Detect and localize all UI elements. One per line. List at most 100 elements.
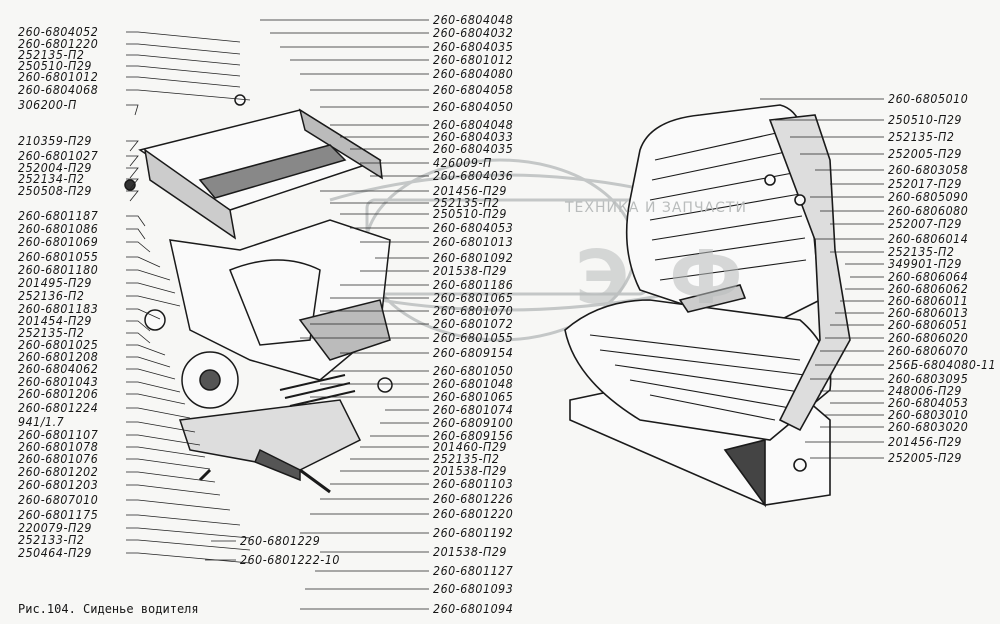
part-number-label: 252134-П2 bbox=[18, 172, 85, 186]
part-number-label: 260-6801048 bbox=[433, 377, 514, 391]
part-number-label: 260-6806070 bbox=[888, 344, 969, 358]
part-number-label: 252005-П29 bbox=[888, 147, 963, 161]
part-number-label: 260-6801070 bbox=[433, 304, 514, 318]
part-number-label: 260-6801086 bbox=[18, 222, 99, 236]
part-number-label: 260-6801192 bbox=[433, 526, 514, 540]
part-number-label: 260-6801208 bbox=[18, 350, 99, 364]
leader-line bbox=[126, 514, 241, 526]
part-number-label: 260-6801187 bbox=[18, 209, 99, 223]
leader-line bbox=[126, 190, 139, 202]
part-number-label: 252136-П2 bbox=[18, 289, 85, 303]
part-number-label: 260-6801012 bbox=[433, 53, 514, 67]
leader-line bbox=[126, 381, 181, 393]
part-number-label: 260-6801065 bbox=[433, 390, 514, 404]
part-number-label: 260-6801065 bbox=[433, 291, 514, 305]
part-number-label: 260-6804035 bbox=[433, 142, 514, 156]
leader-line bbox=[126, 89, 251, 101]
figure-caption: Рис.104. Сиденье водителя bbox=[18, 602, 199, 616]
part-number-label: 252017-П29 bbox=[888, 177, 963, 191]
part-number-label: 260-6804048 bbox=[433, 118, 514, 132]
part-number-label: 941/1.7 bbox=[18, 415, 65, 429]
part-number-label: 260-6804062 bbox=[18, 362, 99, 376]
part-number-label: 260-6801043 bbox=[18, 375, 99, 389]
leader-line bbox=[126, 178, 139, 190]
part-number-label: 260-6801050 bbox=[433, 364, 514, 378]
leader-line bbox=[126, 471, 216, 483]
part-number-label: 252007-П29 bbox=[888, 217, 963, 231]
part-number-label: 260-6804032 bbox=[433, 26, 514, 40]
part-number-label: 306200-П bbox=[18, 98, 77, 112]
part-number-label: 260-6801224 bbox=[18, 401, 99, 415]
part-number-label: 260-6809100 bbox=[433, 416, 514, 430]
part-number-label: 260-6804050 bbox=[433, 100, 514, 114]
part-number-label: 260-6806011 bbox=[888, 294, 969, 308]
part-number-label: 201538-П29 bbox=[433, 545, 508, 559]
part-number-label: 252004-П29 bbox=[18, 161, 93, 175]
seat-suspension-mechanism bbox=[124, 94, 393, 494]
leader-line bbox=[126, 65, 241, 77]
part-number-label: 260-6804036 bbox=[433, 169, 514, 183]
watermark-text: ТЕХНИКА И ЗАПЧАСТИ bbox=[565, 200, 747, 216]
part-number-label: 260-6804068 bbox=[18, 83, 99, 97]
part-number-label: 256Б-6804080-11 bbox=[888, 358, 997, 372]
part-number-label: 260-6804033 bbox=[433, 130, 514, 144]
leader-line bbox=[126, 241, 151, 253]
part-number-label: 260-6801093 bbox=[433, 582, 514, 596]
leader-line bbox=[126, 368, 176, 380]
part-number-label: 260-6801055 bbox=[433, 331, 514, 345]
part-number-label: 260-6801186 bbox=[433, 278, 514, 292]
part-number-label: 260-6804035 bbox=[433, 40, 514, 54]
leader-line bbox=[126, 539, 251, 551]
leader-line bbox=[126, 282, 176, 294]
part-number-label: 252135-П2 bbox=[888, 245, 955, 259]
part-number-label: 201456-П29 bbox=[888, 435, 963, 449]
part-number-label: 220079-П29 bbox=[18, 521, 93, 535]
part-number-label: 260-6806020 bbox=[888, 331, 969, 345]
part-number-label: 260-6805010 bbox=[888, 92, 969, 106]
part-number-label: 260-6804058 bbox=[433, 83, 514, 97]
leader-line bbox=[126, 527, 251, 539]
leader-line bbox=[126, 434, 201, 446]
part-number-label: 260-6801076 bbox=[18, 452, 99, 466]
part-number-label: 252133-П2 bbox=[18, 533, 85, 547]
part-number-label: 260-6803010 bbox=[888, 408, 969, 422]
part-number-label: 260-6801092 bbox=[433, 251, 514, 265]
part-number-label: 252135-П2 bbox=[433, 196, 500, 210]
leader-line bbox=[126, 140, 139, 152]
leader-line bbox=[126, 446, 206, 458]
part-number-label: 260-6801220 bbox=[18, 37, 99, 51]
part-number-label: 252135-П2 bbox=[888, 130, 955, 144]
part-number-label: 201460-П29 bbox=[433, 440, 508, 454]
leader-line bbox=[126, 155, 139, 167]
part-number-label: 260-6801025 bbox=[18, 338, 99, 352]
leader-line bbox=[126, 552, 251, 564]
part-number-label: 349901-П29 bbox=[888, 257, 963, 271]
leader-line bbox=[126, 499, 231, 511]
part-number-label: 248006-П29 bbox=[888, 384, 963, 398]
part-number-label: 260-6801078 bbox=[18, 440, 99, 454]
part-number-label: 260-6807010 bbox=[18, 493, 99, 507]
part-number-label: 250464-П29 bbox=[18, 546, 93, 560]
part-number-label: 201538-П29 bbox=[433, 464, 508, 478]
part-number-label: 260-6801013 bbox=[433, 235, 514, 249]
leader-line bbox=[126, 344, 166, 356]
part-number-label: 260-6801027 bbox=[18, 149, 99, 163]
leader-line bbox=[126, 484, 221, 496]
leader-line bbox=[126, 295, 181, 307]
part-number-label: 252135-П2 bbox=[433, 452, 500, 466]
part-number-label: 260-6806051 bbox=[888, 318, 969, 332]
part-number-label: 260-6801226 bbox=[433, 492, 514, 506]
part-number-label: 260-6801074 bbox=[433, 403, 514, 417]
leader-line bbox=[126, 215, 146, 227]
part-number-label: 260-6801094 bbox=[433, 602, 514, 616]
part-number-label: 260-6801220 bbox=[433, 507, 514, 521]
leader-line bbox=[126, 43, 241, 55]
part-number-label: 260-6804053 bbox=[433, 221, 514, 235]
part-number-label: 260-6801107 bbox=[18, 428, 99, 442]
part-number-label: 260-6801180 bbox=[18, 263, 99, 277]
part-number-label: 260-6809154 bbox=[433, 346, 514, 360]
part-number-label: 260-6801229 bbox=[240, 534, 321, 548]
watermark-logo-text: ЭФ bbox=[575, 235, 783, 321]
part-number-label: 260-6809156 bbox=[433, 429, 514, 443]
